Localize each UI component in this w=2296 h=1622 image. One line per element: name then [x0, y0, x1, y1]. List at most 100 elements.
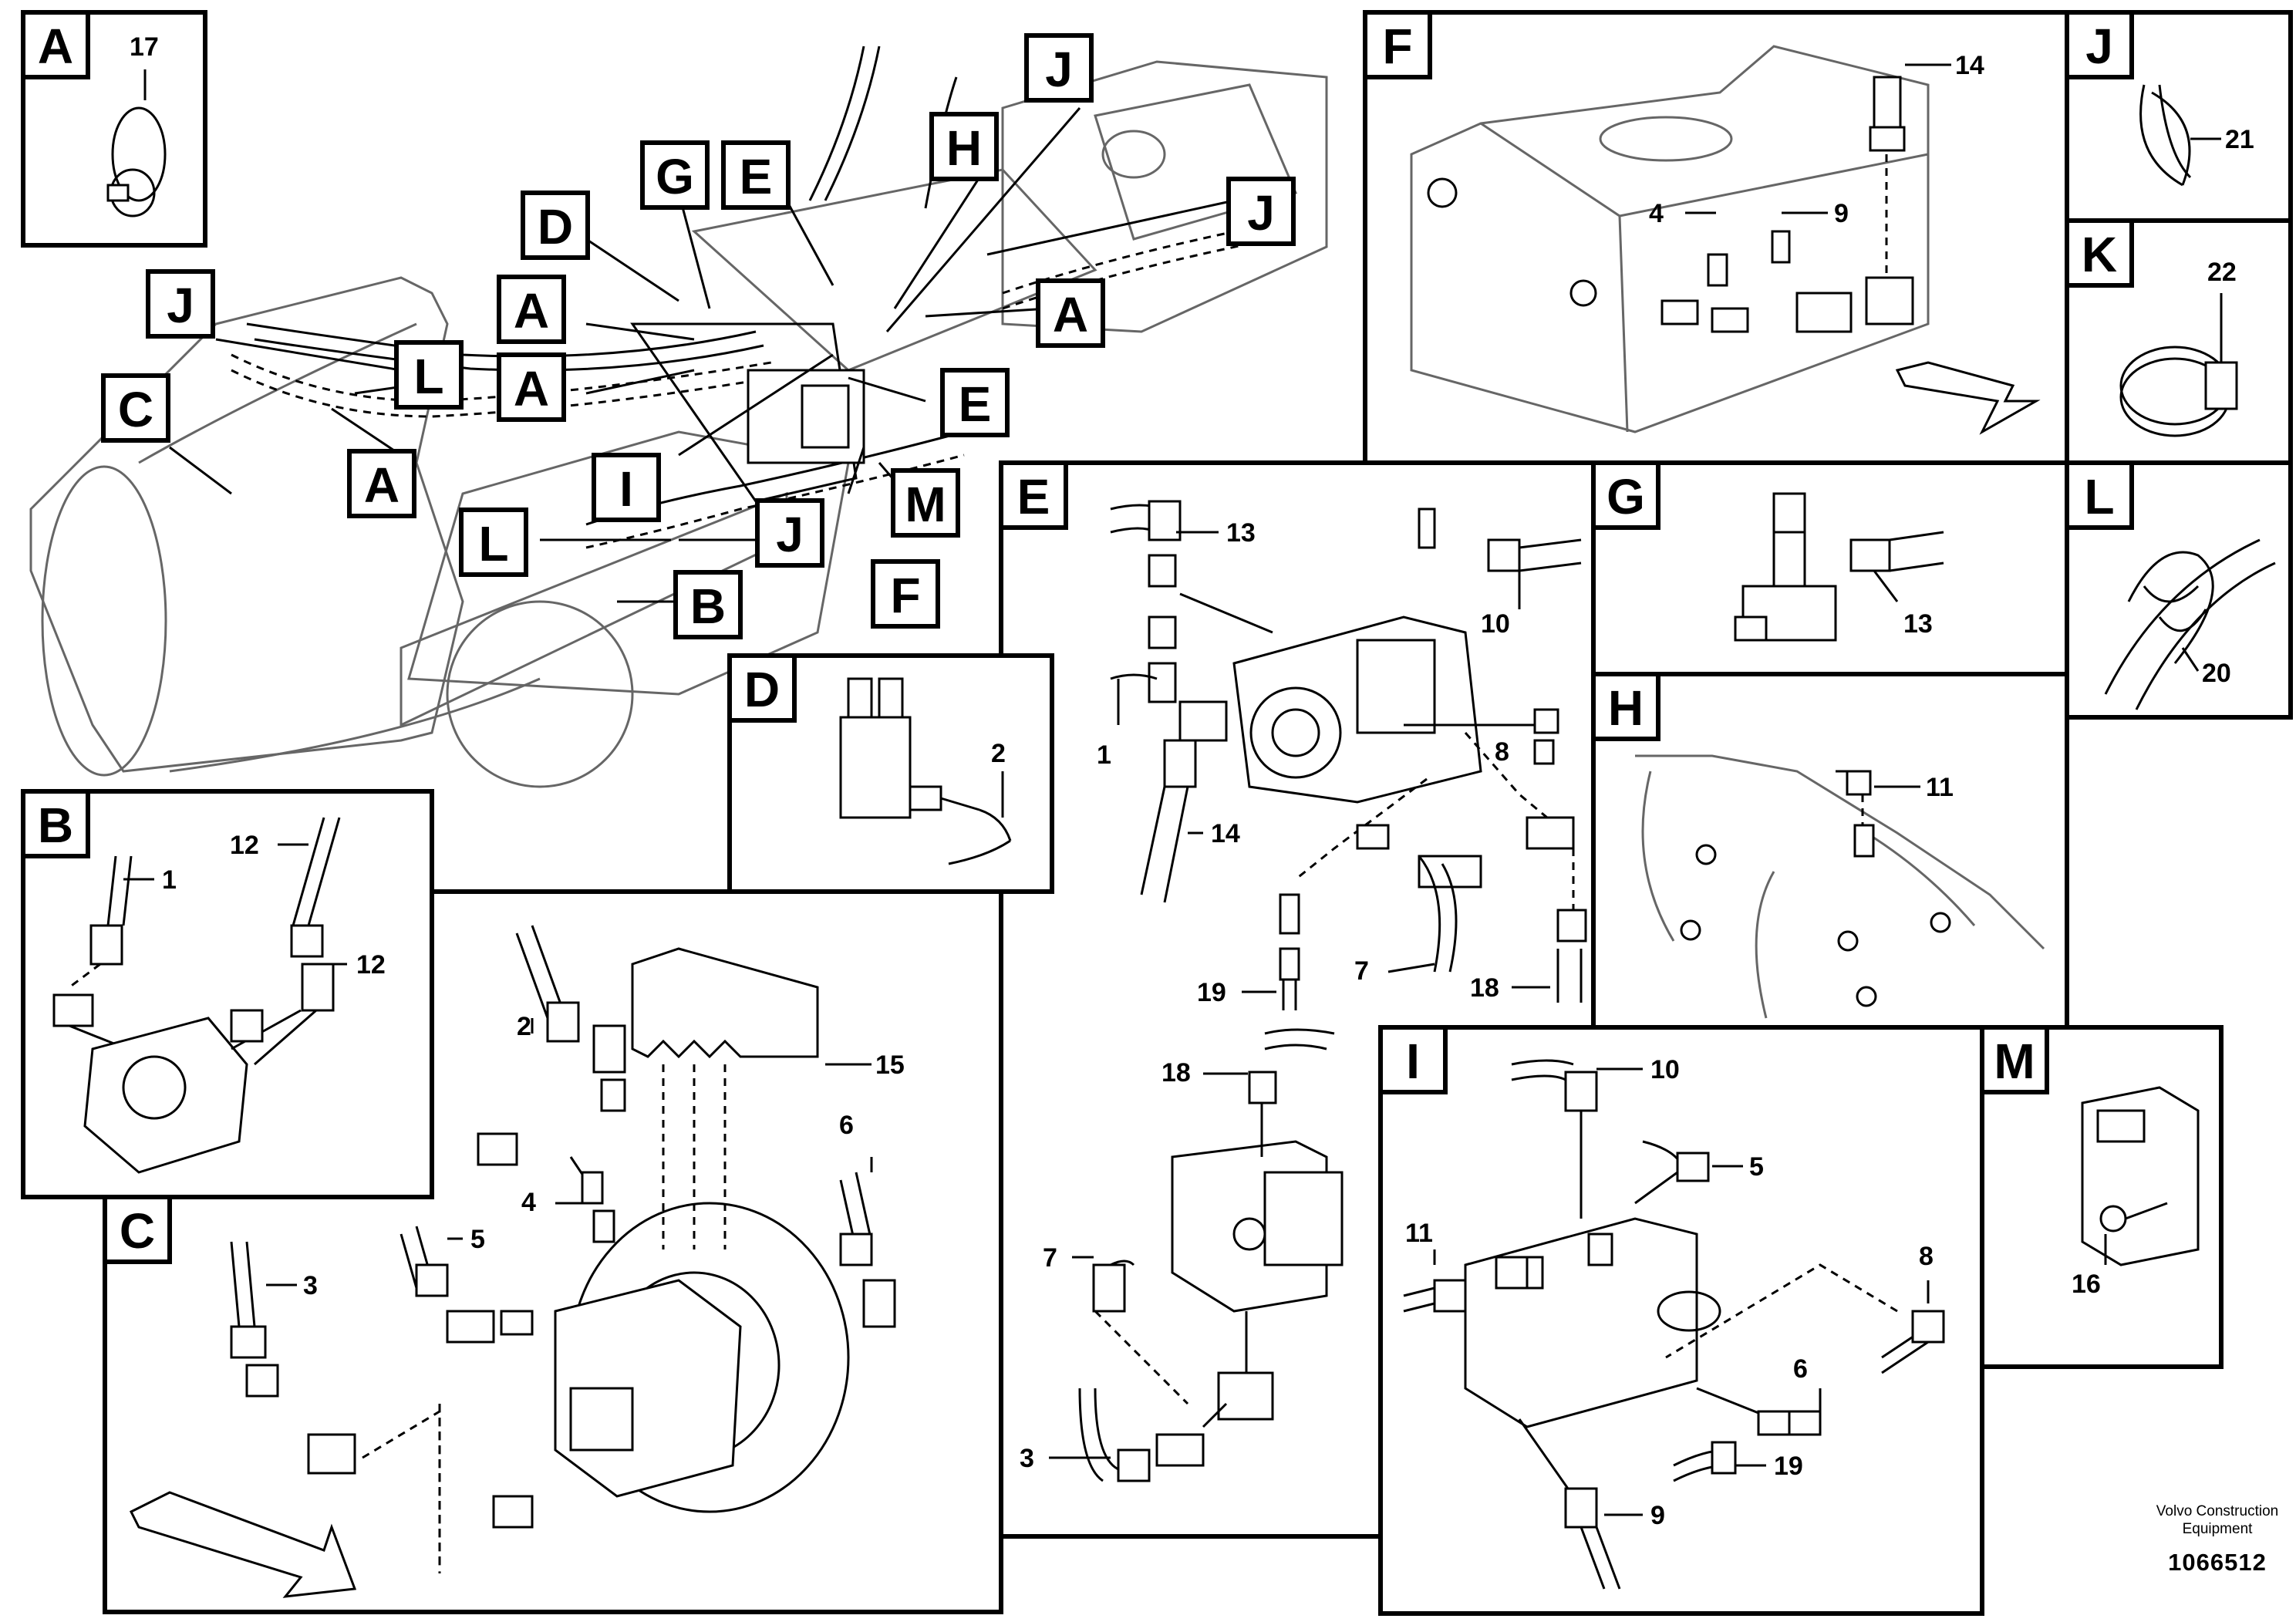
svg-text:L: L [2084, 469, 2114, 524]
svg-text:G: G [656, 149, 694, 204]
overview-callout-j-right: J [1226, 177, 1296, 246]
svg-text:20: 20 [2202, 659, 2231, 688]
svg-text:19: 19 [1197, 978, 1226, 1007]
svg-text:9: 9 [1650, 1501, 1665, 1530]
overview-callout-a-mid1: A [497, 275, 566, 344]
svg-text:19: 19 [1774, 1452, 1803, 1481]
svg-text:10: 10 [1650, 1055, 1680, 1084]
svg-text:8: 8 [1919, 1242, 1934, 1271]
svg-text:B: B [690, 578, 726, 634]
detail-panel-b: B 1 12 12 [21, 789, 434, 1199]
svg-text:18: 18 [1470, 973, 1499, 1003]
overview-callout-m: M [891, 468, 960, 538]
overview-callout-i: I [592, 453, 661, 522]
overview-callout-l-bottom: L [459, 508, 528, 577]
svg-text:14: 14 [1211, 819, 1240, 848]
svg-text:G: G [1607, 469, 1645, 524]
svg-text:A: A [38, 19, 73, 74]
svg-text:E: E [959, 376, 992, 432]
svg-text:5: 5 [470, 1225, 485, 1254]
svg-text:F: F [890, 568, 920, 623]
svg-text:J: J [2085, 19, 2113, 74]
svg-text:H: H [946, 120, 982, 176]
svg-text:14: 14 [1955, 51, 1984, 80]
svg-text:B: B [38, 798, 73, 853]
svg-text:C: C [118, 382, 153, 437]
svg-text:4: 4 [521, 1188, 536, 1217]
overview-callout-g: G [640, 140, 710, 210]
svg-text:A: A [364, 457, 400, 513]
svg-text:J: J [167, 278, 194, 333]
svg-text:E: E [1017, 469, 1050, 524]
svg-text:16: 16 [2072, 1270, 2101, 1299]
svg-text:1: 1 [162, 865, 177, 895]
svg-text:6: 6 [1793, 1354, 1808, 1384]
svg-text:18: 18 [1161, 1058, 1191, 1088]
machine-overview [29, 46, 1328, 788]
detail-panel-i: I 10 5 11 8 6 19 9 [1378, 1025, 1984, 1616]
svg-text:10: 10 [1481, 609, 1510, 639]
svg-text:J: J [776, 507, 804, 562]
svg-text:11: 11 [1926, 773, 1954, 802]
overview-callout-a-mid2: A [497, 352, 566, 422]
svg-text:13: 13 [1903, 609, 1933, 639]
overview-callout-j-top: J [1024, 33, 1094, 103]
svg-text:I: I [619, 461, 633, 517]
svg-text:A: A [514, 361, 549, 416]
svg-text:7: 7 [1354, 956, 1369, 986]
svg-text:17: 17 [130, 32, 159, 62]
svg-text:D: D [744, 662, 780, 717]
svg-text:11: 11 [1405, 1219, 1433, 1248]
svg-text:C: C [120, 1203, 155, 1259]
detail-panel-a: A 17 [21, 10, 207, 248]
overview-callout-f: F [871, 559, 940, 629]
overview-callout-a-right: A [1036, 278, 1105, 348]
svg-text:D: D [538, 199, 573, 255]
detail-panel-h: H 11 [1591, 672, 2069, 1030]
overview-callout-e-bottom: E [940, 368, 1010, 437]
svg-text:13: 13 [1226, 518, 1256, 548]
svg-text:K: K [2082, 227, 2117, 282]
svg-text:3: 3 [303, 1271, 318, 1300]
overview-callout-a-left: A [347, 449, 416, 518]
detail-panel-c: C 15 2 4 5 3 6 [103, 889, 1003, 1614]
svg-text:F: F [1382, 19, 1412, 74]
detail-panel-g: G 13 [1591, 460, 2069, 676]
detail-panel-m: M 16 [1980, 1025, 2224, 1369]
credit-line-2: Equipment [2182, 1521, 2253, 1537]
svg-text:I: I [1406, 1034, 1420, 1089]
svg-text:6: 6 [839, 1111, 854, 1140]
svg-text:J: J [1247, 185, 1275, 241]
detail-panel-l: L 20 [2065, 460, 2293, 720]
detail-panel-j: J 21 [2065, 10, 2293, 223]
detail-panel-k: K 22 [2065, 218, 2293, 465]
overview-callout-l-left: L [394, 340, 464, 410]
credit-block: Volvo Construction Equipment 1066512 [2136, 1502, 2296, 1576]
svg-text:3: 3 [1020, 1444, 1034, 1473]
overview-callout-e-top: E [721, 140, 791, 210]
svg-text:J: J [1045, 42, 1073, 97]
svg-text:12: 12 [356, 950, 386, 980]
svg-text:H: H [1608, 680, 1644, 736]
svg-text:A: A [514, 283, 549, 339]
svg-text:L: L [478, 516, 508, 572]
svg-text:4: 4 [1649, 199, 1664, 228]
overview-callout-d: D [521, 191, 590, 260]
svg-text:2: 2 [991, 739, 1006, 768]
detail-panel-f: F 14 4 9 [1363, 10, 2069, 465]
overview-callout-j-left: J [146, 269, 215, 339]
overview-callout-c: C [101, 373, 170, 443]
detail-panel-d: D 2 [727, 653, 1054, 894]
svg-text:7: 7 [1043, 1243, 1057, 1273]
svg-text:2: 2 [517, 1012, 531, 1041]
svg-text:5: 5 [1749, 1152, 1764, 1182]
drawing-number: 1066512 [2168, 1549, 2267, 1576]
svg-text:L: L [413, 349, 443, 404]
svg-text:1: 1 [1097, 740, 1111, 770]
svg-text:9: 9 [1834, 199, 1849, 228]
svg-text:21: 21 [2225, 125, 2254, 154]
svg-text:A: A [1053, 287, 1088, 342]
credit-line-1: Volvo Construction [2156, 1503, 2279, 1519]
svg-text:E: E [740, 149, 773, 204]
